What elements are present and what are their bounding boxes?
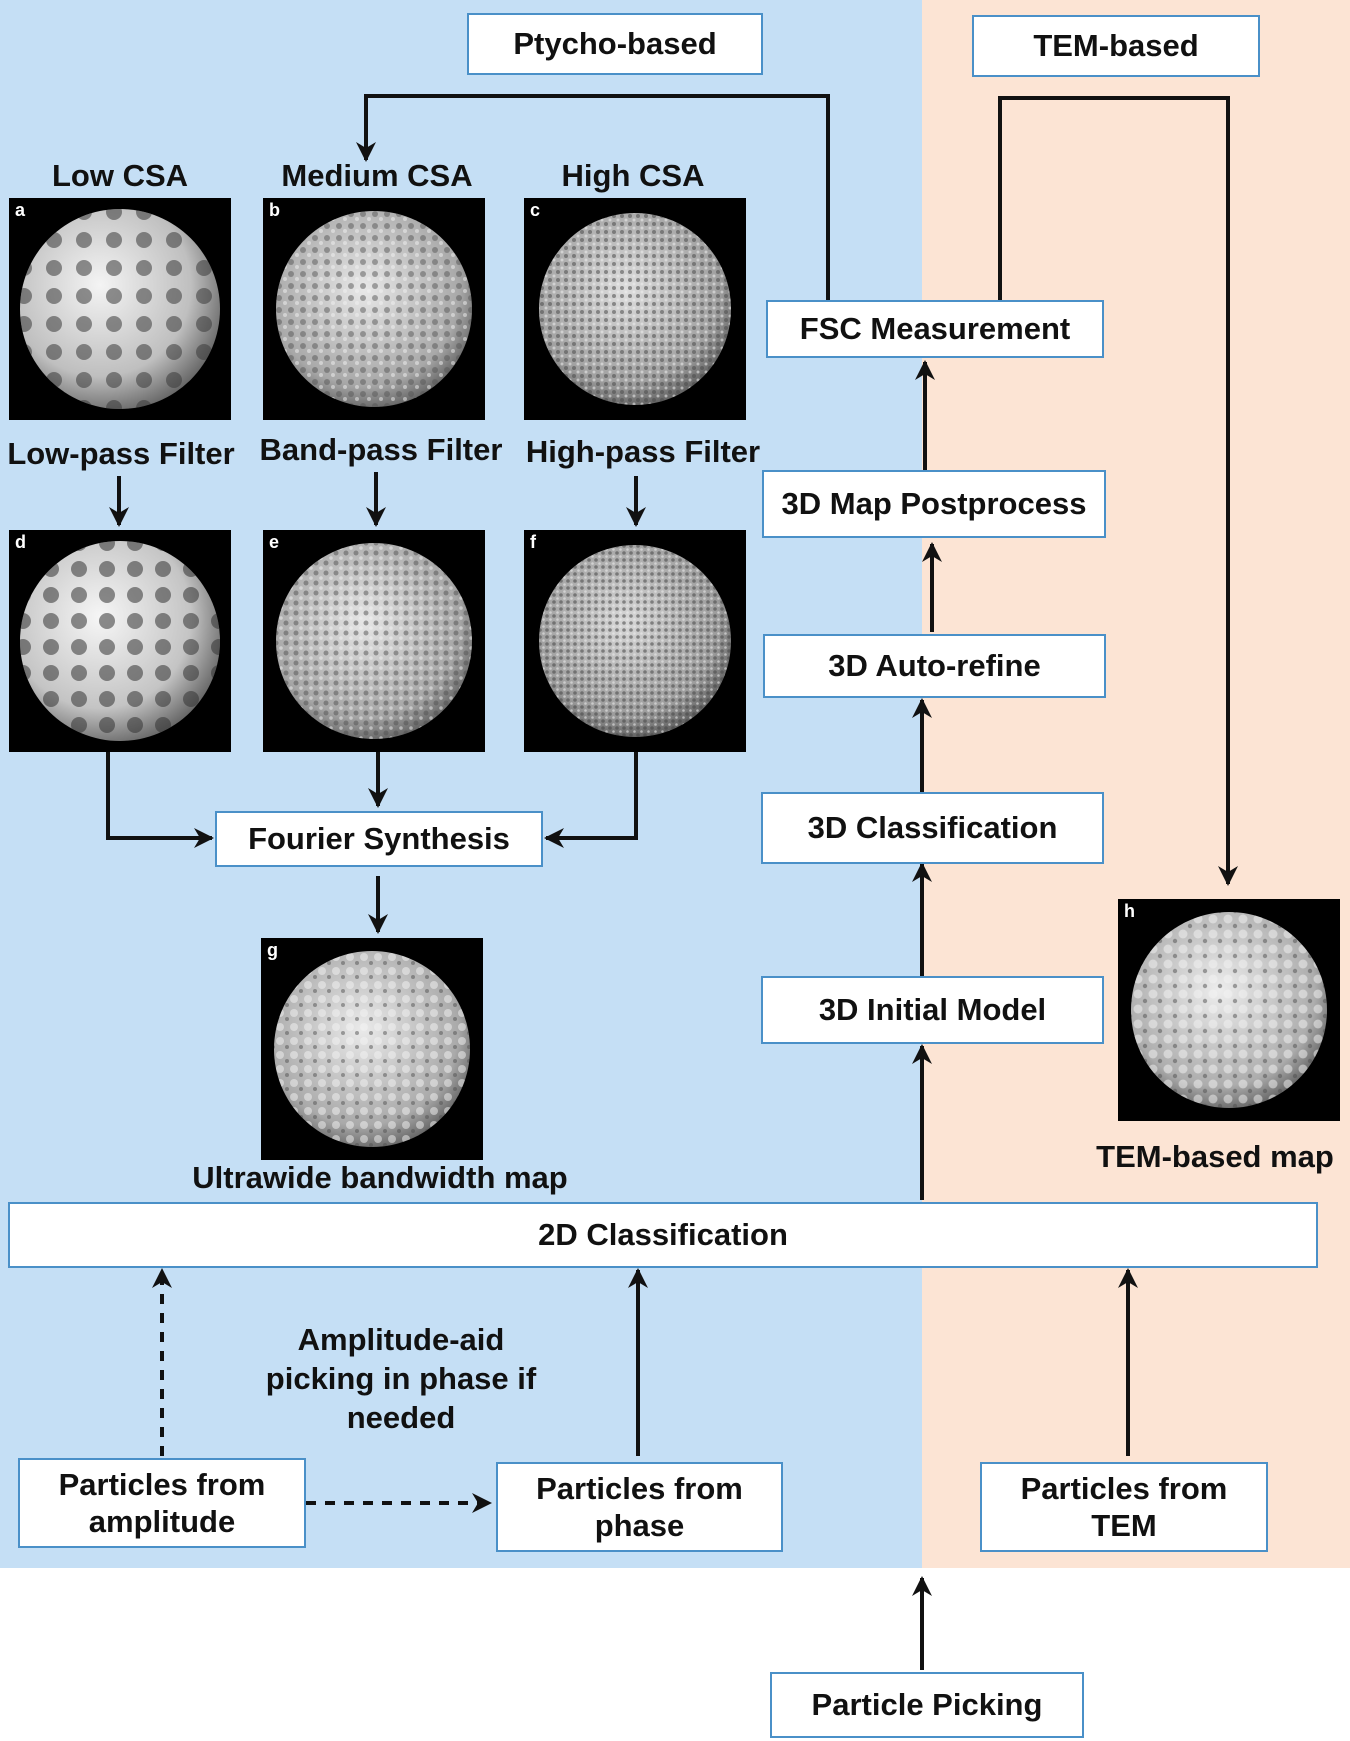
panel-letter-e: e — [269, 532, 280, 552]
map-panel-h: h — [1118, 899, 1340, 1121]
panel-letter-d: d — [15, 532, 26, 552]
arrow-d-to-fourier — [106, 752, 214, 848]
particles-from-tem-box: Particles from TEM — [980, 1462, 1268, 1552]
amplitude-aid-note-line-1: Amplitude-aid — [297, 1322, 505, 1357]
tem-based-header: TEM-based — [972, 15, 1260, 77]
panel-letter-f: f — [530, 532, 536, 552]
panel-letter-c: c — [530, 200, 541, 220]
arrow-fsc-to-medium — [356, 94, 830, 300]
low-pass-filter-label: Low-pass Filter — [7, 436, 235, 471]
band-pass-filter-label: Band-pass Filter — [259, 432, 503, 467]
particles-amplitude-line-1: Particles from — [58, 1466, 266, 1502]
low-csa-label: Low CSA — [51, 158, 189, 193]
3d-auto-refine-box: 3D Auto-refine — [763, 634, 1106, 698]
particles-tem-line-2: TEM — [1091, 1508, 1157, 1543]
particles-amplitude-line-2: amplitude — [88, 1504, 236, 1539]
arrow-f-to-fourier — [544, 752, 638, 848]
medium-csa-label: Medium CSA — [281, 158, 473, 193]
map-panel-d: d — [9, 530, 231, 752]
tem-based-map-image — [1131, 912, 1327, 1108]
map-panel-e: e — [263, 530, 485, 752]
amplitude-aid-note-line-3: needed — [346, 1400, 456, 1435]
map-panel-f: f — [524, 530, 746, 752]
low-pass-map-image — [20, 541, 220, 741]
panel-letter-b: b — [269, 200, 280, 220]
amplitude-aid-note-line-2: picking in phase if — [265, 1361, 537, 1396]
3d-classification-box: 3D Classification — [761, 792, 1104, 864]
low-resolution-map-image — [20, 209, 220, 409]
fsc-measurement-box: FSC Measurement — [766, 300, 1104, 358]
3d-map-postprocess-box: 3D Map Postprocess — [762, 470, 1106, 538]
band-pass-map-image — [276, 543, 472, 739]
tem-based-map-label: TEM-based map — [1096, 1139, 1334, 1174]
tem-region — [922, 0, 1350, 1568]
map-panel-g: g — [261, 938, 483, 1160]
medium-resolution-map-image — [276, 211, 472, 407]
ultrawide-bandwidth-map-image — [274, 951, 470, 1147]
particles-tem-line-1: Particles from — [1020, 1470, 1228, 1506]
3d-initial-model-box: 3D Initial Model — [761, 976, 1104, 1044]
high-csa-label: High CSA — [561, 158, 705, 193]
map-panel-a: a — [9, 198, 231, 420]
panel-letter-a: a — [15, 200, 26, 220]
particles-from-phase-box: Particles from phase — [496, 1462, 783, 1552]
high-resolution-map-image — [539, 213, 731, 405]
fourier-synthesis-box: Fourier Synthesis — [215, 811, 543, 867]
particles-from-amplitude-box: Particles from amplitude — [18, 1458, 306, 1548]
panel-letter-g: g — [267, 940, 278, 960]
ultrawide-map-label: Ultrawide bandwidth map — [192, 1160, 568, 1195]
arrow-fsc-to-tem-map — [998, 96, 1238, 886]
map-panel-b: b — [263, 198, 485, 420]
map-panel-c: c — [524, 198, 746, 420]
high-pass-map-image — [539, 545, 731, 737]
particle-picking-box: Particle Picking — [770, 1672, 1084, 1738]
particles-phase-line-2: phase — [594, 1508, 685, 1543]
high-pass-filter-label: High-pass Filter — [525, 434, 761, 469]
ptycho-based-header: Ptycho-based — [467, 13, 763, 75]
particles-phase-line-1: Particles from — [536, 1470, 743, 1506]
panel-letter-h: h — [1124, 901, 1135, 921]
2d-classification-box: 2D Classification — [8, 1202, 1318, 1268]
amplitude-aid-note: Amplitude-aid picking in phase if needed — [236, 1320, 566, 1437]
